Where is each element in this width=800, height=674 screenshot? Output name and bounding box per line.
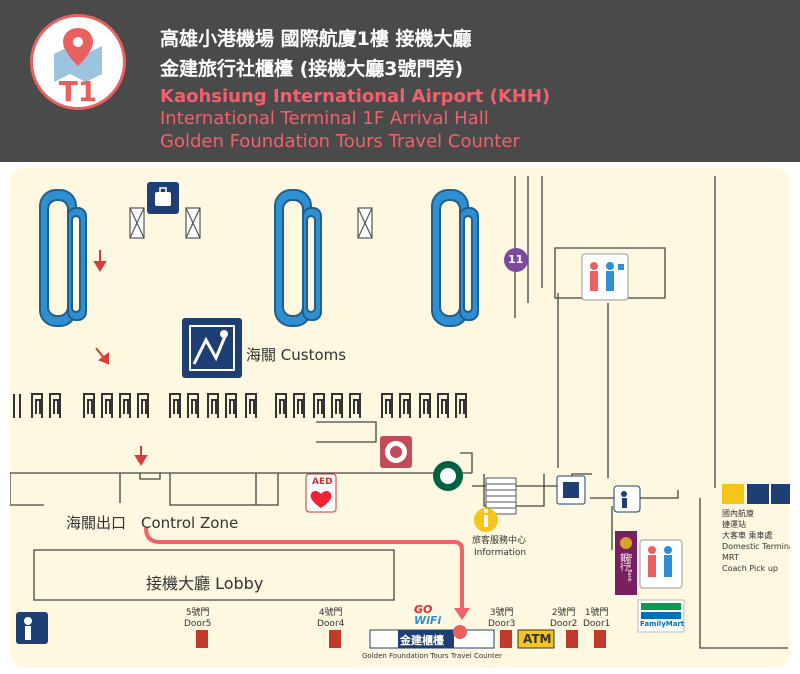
floor-map: 11 海關 Customs 海關出口 Control Zone 接機大廳 Lob… xyxy=(10,168,790,668)
baggage-icon xyxy=(147,182,179,214)
bank-label: 銀行 xyxy=(618,553,628,571)
location-pin-icon xyxy=(54,28,102,82)
baggage-carousel-1 xyxy=(39,189,87,327)
title-en-line1: Kaohsiung International Airport (KHH) xyxy=(160,86,551,107)
starbucks-logo xyxy=(433,461,463,491)
bank-label-en: Mega Bank xyxy=(626,554,632,582)
prayer-room-icon xyxy=(380,436,412,468)
floor-plan-drawing xyxy=(10,176,790,649)
customs-icon xyxy=(182,318,242,378)
title-en-line3: Golden Foundation Tours Travel Counter xyxy=(160,131,520,152)
baggage-carousel-2 xyxy=(274,189,322,327)
escalator xyxy=(485,477,517,515)
customs-label: 海關 Customs xyxy=(246,346,347,364)
pillars xyxy=(129,207,373,239)
title-zh-line2: 金建旅行社櫃檯 (接機大廳3號門旁) xyxy=(160,58,464,80)
golden-foundation-counter xyxy=(369,625,495,649)
title-en-line2: International Terminal 1F Arrival Hall xyxy=(160,108,489,129)
familymart-label: FamilyMart xyxy=(640,620,685,628)
transport-icons xyxy=(722,484,790,504)
familymart-logo xyxy=(637,599,685,633)
terminal-badge-label: T1 xyxy=(58,75,98,108)
restroom-icon-bottom xyxy=(639,539,683,589)
route-path xyxy=(144,527,470,620)
lobby-label: 接機大廳 Lobby xyxy=(146,574,264,593)
door-markers xyxy=(196,630,606,648)
atm-sign xyxy=(517,629,555,649)
info-label-zh: 旅客服務中心 xyxy=(472,536,527,546)
gate-number: 11 xyxy=(508,253,524,266)
aed-label: AED xyxy=(312,477,333,487)
red-arrows xyxy=(93,250,148,466)
elevator-icon xyxy=(556,475,586,505)
counter-label-en: Golden Foundation Tours Travel Counter xyxy=(362,652,502,660)
information-icon xyxy=(474,508,498,532)
baggage-carousel-3 xyxy=(431,189,479,327)
atm-label: ATM xyxy=(523,632,552,646)
bank-icon xyxy=(615,531,637,595)
title-zh-line1: 高雄小港機場 國際航廈1樓 接機大廳 xyxy=(160,28,472,50)
terminal-badge: T1 xyxy=(30,14,126,110)
aed-icon xyxy=(305,473,337,513)
pickup-person-icon-small xyxy=(613,485,641,513)
page-header: T1 高雄小港機場 國際航廈1樓 接機大廳 金建旅行社櫃檯 (接機大廳3號門旁)… xyxy=(0,0,800,162)
pickup-person-icon xyxy=(16,612,48,644)
customs-booths xyxy=(13,393,467,418)
domestic-terminal-label: 國內航廈 捷運站 大客車 乘車處 Domestic Terminal MRT C… xyxy=(722,509,790,573)
exit-label: 海關出口 Control Zone xyxy=(66,514,239,532)
counter-label-zh: 金建櫃檯 xyxy=(400,634,444,647)
restroom-icon-top xyxy=(581,253,629,301)
walls xyxy=(10,176,788,649)
info-label-en: Information xyxy=(474,548,527,558)
gate-11-marker xyxy=(504,248,528,272)
